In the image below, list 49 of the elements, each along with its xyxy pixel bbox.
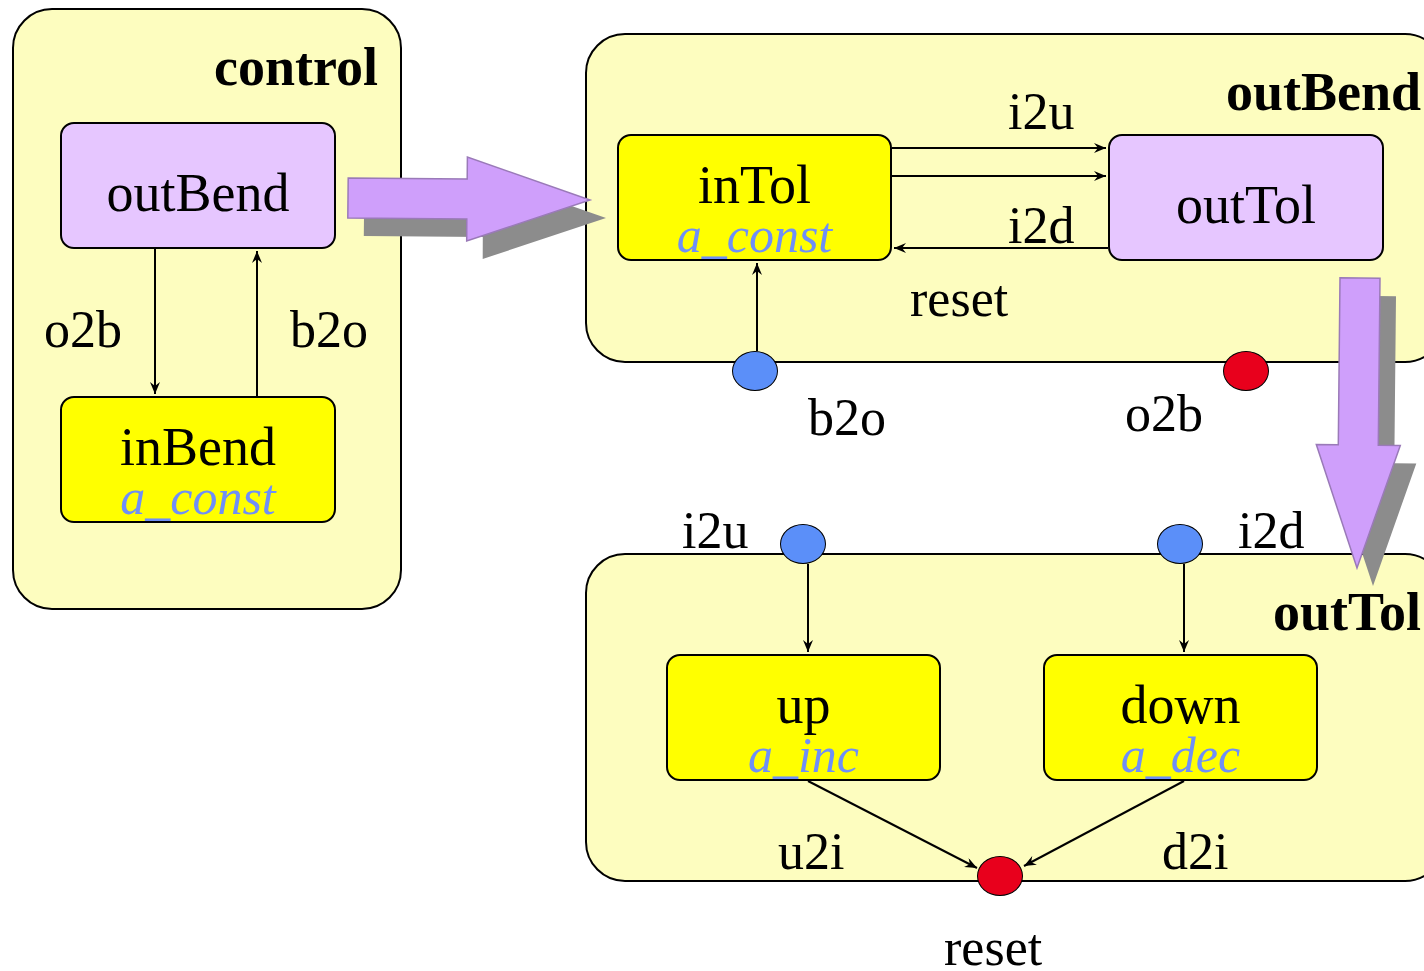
state-box — [60, 122, 336, 249]
state-name: outTol — [1174, 178, 1318, 232]
edge-label: d2i — [1162, 826, 1229, 878]
action-name: a_const — [675, 210, 834, 260]
arrow — [891, 171, 1107, 181]
arrow — [893, 243, 1109, 253]
port-circle — [780, 524, 826, 564]
edge-label: i2u — [1008, 86, 1075, 138]
group-title: outTol — [1272, 585, 1421, 639]
state-box — [1108, 134, 1384, 261]
port-circle — [977, 856, 1023, 896]
port-label: i2u — [682, 505, 749, 557]
port-circle — [1223, 351, 1269, 391]
edge-label: u2i — [778, 826, 845, 878]
edge-label: b2o — [290, 304, 368, 356]
arrow — [1023, 780, 1185, 867]
arrow — [150, 248, 160, 395]
arrow — [803, 563, 813, 653]
block-arrow — [347, 155, 606, 259]
state-box — [1043, 654, 1318, 781]
port-circle — [1157, 524, 1203, 564]
action-name: a_const — [119, 472, 278, 522]
arrow — [752, 262, 762, 352]
arrow — [891, 143, 1107, 153]
arrow — [807, 780, 978, 869]
state-group — [12, 8, 402, 610]
port-circle — [732, 351, 778, 391]
port-label: o2b — [1125, 388, 1203, 440]
group-title: control — [214, 40, 378, 94]
arrow — [252, 250, 262, 397]
edge-label: o2b — [44, 304, 122, 356]
arrow — [1179, 563, 1189, 653]
port-label: i2d — [1238, 505, 1305, 557]
action-name: a_dec — [1119, 730, 1242, 780]
edge-label: i2d — [1008, 200, 1075, 252]
state-box — [60, 396, 336, 523]
port-label: reset — [944, 922, 1043, 971]
state-name: outBend — [105, 166, 291, 220]
group-title: outBend — [1225, 65, 1421, 119]
state-group — [585, 553, 1424, 882]
state-name: inBend — [119, 420, 277, 474]
edge-label: reset — [910, 273, 1009, 325]
port-label: b2o — [808, 392, 886, 444]
state-name: down — [1119, 678, 1242, 732]
state-name: inTol — [696, 158, 813, 212]
block-arrow — [1315, 277, 1417, 586]
state-box — [666, 654, 941, 781]
state-box — [617, 134, 892, 261]
state-group — [585, 33, 1424, 363]
